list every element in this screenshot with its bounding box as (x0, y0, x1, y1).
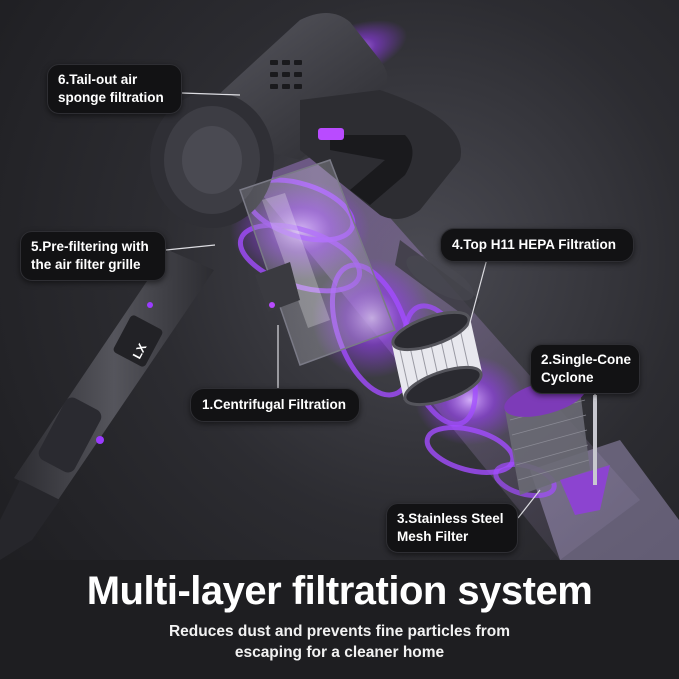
callout-line: 1.Centrifugal Filtration (202, 397, 347, 412)
caption-panel (0, 560, 679, 679)
callout-line: Mesh Filter (397, 529, 469, 544)
callout-leader-lines (165, 92, 596, 519)
filter-cartridge (391, 310, 483, 407)
headline: Multi-layer filtration system (86, 569, 593, 613)
vacuum-body (150, 12, 461, 228)
callout-hepa-filtration: 4.Top H11 HEPA Filtration (440, 228, 634, 262)
callout-line: 6.Tail-out air (58, 72, 138, 87)
callout-centrifugal-filtration: 1.Centrifugal Filtration (190, 388, 360, 422)
callout-line: Cyclone (541, 370, 594, 385)
wand-tube (0, 250, 214, 560)
subtitle: Reduces dust and prevents fine particles… (0, 621, 679, 663)
callout-line: 2.Single-Cone (541, 352, 632, 367)
dust-cup (239, 159, 396, 366)
subtitle-line: escaping for a cleaner home (234, 644, 445, 661)
cyclone-cone (395, 240, 480, 320)
callout-tail-out-filtration: 6.Tail-out air sponge filtration (47, 64, 182, 114)
subtitle-line: Reduces dust and prevents fine particles… (168, 623, 511, 640)
callout-stainless-mesh-filter: 3.Stainless Steel Mesh Filter (386, 503, 518, 553)
callout-line: sponge filtration (58, 90, 164, 105)
callout-single-cone-cyclone: 2.Single-Cone Cyclone (530, 344, 640, 394)
product-badge: LX (130, 341, 150, 361)
callout-line: 3.Stainless Steel (397, 511, 504, 526)
callout-line: 4.Top H11 HEPA Filtration (452, 237, 617, 252)
callout-line: the air filter grille (31, 257, 141, 272)
callout-pre-filtering: 5.Pre-filtering with the air filter gril… (20, 231, 166, 281)
callout-line: 5.Pre-filtering with (31, 239, 149, 254)
